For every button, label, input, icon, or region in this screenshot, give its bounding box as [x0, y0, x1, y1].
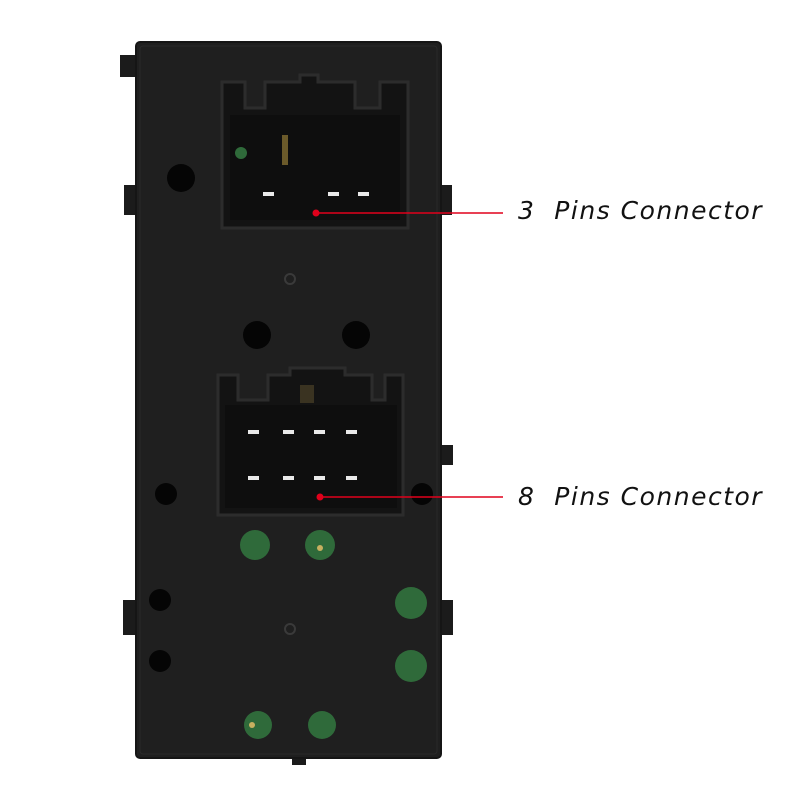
marker-dot [316, 493, 324, 501]
pin [346, 430, 357, 434]
pin [328, 192, 339, 196]
pin [314, 430, 325, 434]
three-pin-connector [220, 73, 410, 230]
pin [283, 476, 294, 480]
pin [248, 430, 259, 434]
pin [314, 476, 325, 480]
pcb-windows [240, 530, 427, 739]
pin [358, 192, 369, 196]
pin [283, 430, 294, 434]
pin [263, 192, 274, 196]
housing-holes [149, 164, 433, 672]
callout-three-pin [312, 209, 503, 217]
three-pin-connector-label: 3 Pins Connector [518, 196, 764, 225]
eight-pin-connector [216, 366, 405, 517]
eight-pin-connector-label: 8 Pins Connector [518, 482, 764, 511]
housing-side-tabs [120, 55, 453, 765]
callout-eight-pin [316, 493, 503, 501]
pin [346, 476, 357, 480]
pin [248, 476, 259, 480]
marker-dot [312, 209, 320, 217]
